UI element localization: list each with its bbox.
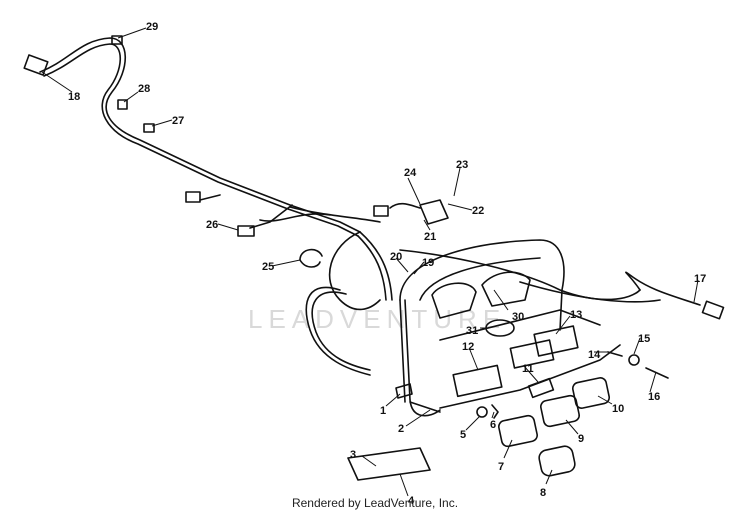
callout-10: 10	[612, 403, 624, 415]
callout-2: 2	[398, 423, 404, 435]
dash-console-2	[399, 239, 621, 417]
callout-19: 19	[422, 257, 434, 269]
connector-left	[185, 191, 201, 203]
callout-28: 28	[138, 83, 150, 95]
callout-16: 16	[648, 391, 660, 403]
wiring-harness	[39, 37, 661, 376]
decal-3-4	[347, 447, 431, 481]
callout-8: 8	[540, 487, 546, 499]
clip-28	[117, 99, 128, 110]
callout-22: 22	[472, 205, 484, 217]
callout-25: 25	[262, 261, 274, 273]
nut-5	[476, 406, 488, 418]
cable-16	[645, 367, 669, 379]
grommet-15	[628, 354, 640, 366]
socket-1	[395, 383, 413, 399]
callout-3: 3	[350, 449, 356, 461]
switch-panel-12	[452, 364, 503, 398]
callout-27: 27	[172, 115, 184, 127]
callout-17: 17	[694, 273, 706, 285]
bezel-7	[498, 414, 538, 448]
clip-27	[143, 123, 155, 133]
bezel-10	[571, 377, 611, 409]
callout-1: 1	[380, 405, 386, 417]
callout-20: 20	[390, 251, 402, 263]
callout-7: 7	[498, 461, 504, 473]
watermark: LEADVENTURE	[248, 304, 506, 334]
clip-29	[111, 35, 123, 45]
callout-23: 23	[456, 159, 468, 171]
clip-6	[491, 404, 499, 419]
key-switch-17	[625, 271, 701, 306]
callout-26: 26	[206, 219, 218, 231]
callout-31: 31	[466, 325, 478, 337]
footer-credit: Rendered by LeadVenture, Inc.	[291, 496, 459, 510]
callout-15: 15	[638, 333, 650, 345]
connector-26	[237, 225, 255, 237]
callout-13: 13	[570, 309, 582, 321]
callout-12: 12	[462, 341, 474, 353]
callout-5: 5	[460, 429, 466, 441]
callout-9: 9	[578, 433, 584, 445]
callout-30: 30	[512, 311, 524, 323]
switch-11	[527, 377, 555, 399]
connector-18	[23, 54, 49, 76]
callout-24: 24	[404, 167, 417, 179]
callout-18: 18	[68, 91, 80, 103]
callout-11: 11	[522, 363, 534, 375]
bezel-8	[538, 445, 576, 477]
callout-21: 21	[424, 231, 436, 243]
callout-4: 4	[408, 495, 415, 507]
callout-14: 14	[588, 349, 601, 361]
relay-box-24	[419, 199, 449, 225]
switch-panel-13	[533, 325, 579, 357]
callout-29: 29	[146, 21, 158, 33]
screw-14	[607, 351, 623, 357]
callout-6: 6	[490, 419, 496, 431]
ring-25	[299, 248, 323, 261]
